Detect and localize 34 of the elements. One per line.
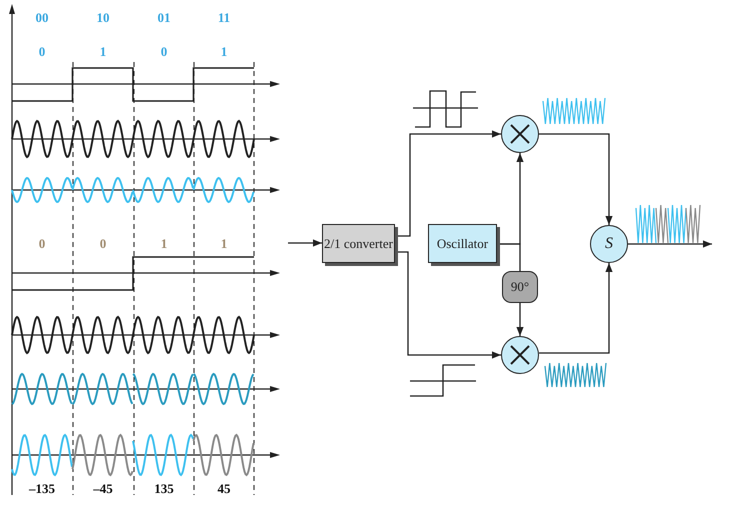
arrow bbox=[288, 239, 322, 247]
bit-label: 1 bbox=[100, 44, 106, 60]
bit-label: 1 bbox=[220, 44, 228, 60]
arrow bbox=[395, 130, 501, 237]
bit-label: 00 bbox=[36, 10, 48, 26]
mixer-circle bbox=[501, 115, 539, 153]
bit-label: 0 bbox=[100, 236, 106, 252]
node-label: Oscillator bbox=[436, 236, 488, 250]
bit-label: 0 bbox=[38, 236, 46, 252]
bit-label: 11 bbox=[218, 10, 230, 26]
arrow bbox=[395, 251, 501, 359]
phase-label: –45 bbox=[93, 481, 113, 497]
bit-label: 1 bbox=[220, 236, 228, 252]
phase-label: –135 bbox=[29, 481, 55, 497]
arrow bbox=[628, 240, 712, 248]
phase-label: 45 bbox=[218, 481, 230, 497]
oscillator-box bbox=[428, 224, 497, 263]
node-label: 90° bbox=[510, 280, 530, 294]
arrow bbox=[516, 303, 524, 336]
node-label: 2/1 converter bbox=[324, 236, 393, 250]
node-label: S bbox=[605, 236, 613, 252]
bit-label: 0 bbox=[38, 44, 46, 60]
arrow bbox=[539, 263, 613, 354]
phase-shift-box bbox=[502, 271, 538, 303]
converter-box bbox=[322, 224, 395, 263]
connector-line bbox=[497, 243, 521, 271]
mixer-circle bbox=[501, 336, 539, 374]
bit-label: 1 bbox=[160, 236, 168, 252]
arrow bbox=[539, 133, 613, 225]
bit-label: 10 bbox=[96, 10, 110, 26]
bit-label: 01 bbox=[158, 10, 170, 26]
phase-label: 135 bbox=[154, 481, 174, 497]
bit-label: 0 bbox=[160, 44, 168, 60]
summer-circle bbox=[590, 225, 628, 263]
